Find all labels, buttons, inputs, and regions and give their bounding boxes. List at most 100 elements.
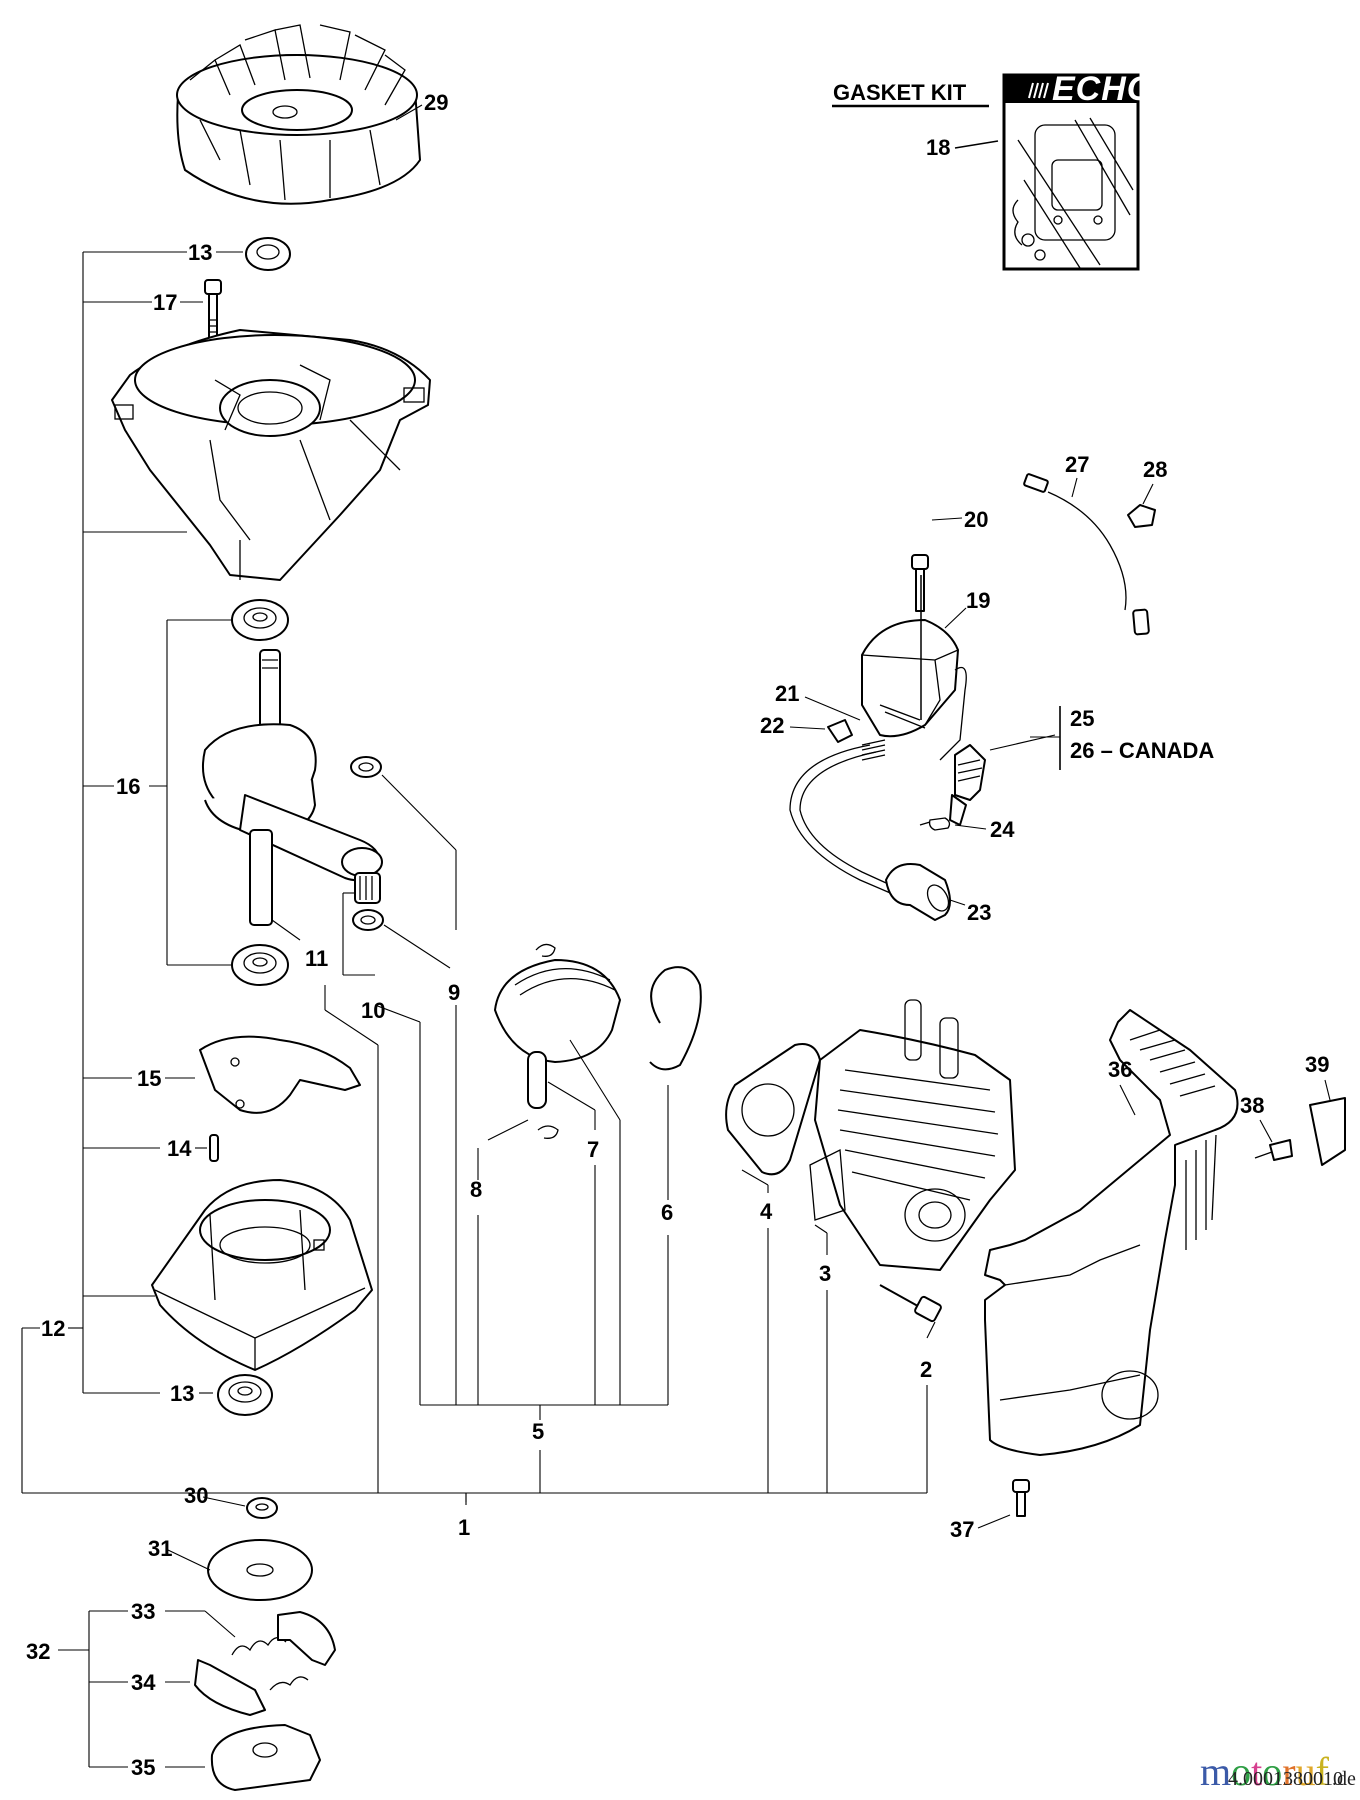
bearing-bottom-part[interactable]	[231, 944, 289, 986]
clutch-cover-part[interactable]	[210, 1724, 321, 1791]
callout-16[interactable]: 16	[116, 774, 140, 799]
clutch-spring-part[interactable]	[231, 1637, 309, 1691]
hv-lead-part[interactable]	[789, 744, 896, 896]
leaders-9-10-11	[271, 774, 457, 1485]
callout-37[interactable]: 37	[950, 1517, 974, 1542]
callout-39[interactable]: 39	[1305, 1052, 1329, 1077]
callout-38[interactable]: 38	[1240, 1093, 1264, 1118]
callout-13-bottom[interactable]: 13	[170, 1381, 194, 1406]
wm-letter-2: t	[1251, 1749, 1262, 1794]
terminal-part[interactable]	[919, 817, 951, 831]
callout-26[interactable]: 26 – CANADA	[1070, 738, 1214, 763]
callout-7[interactable]: 7	[587, 1137, 599, 1162]
leader-33b	[204, 1610, 236, 1638]
callout-6[interactable]: 6	[661, 1200, 673, 1225]
leader-31	[167, 1549, 211, 1571]
wm-letter-1: o	[1231, 1749, 1251, 1794]
spring-part[interactable]	[861, 739, 886, 761]
callout-18[interactable]: 18	[926, 135, 950, 160]
callout-13-top[interactable]: 13	[188, 240, 212, 265]
piston-group-leaders	[420, 1039, 669, 1485]
piston-ring-part[interactable]	[649, 966, 702, 1071]
cylinder-bolt-part[interactable]	[879, 1284, 942, 1323]
watermark-suffix: .de	[1332, 1768, 1356, 1790]
callout-12[interactable]: 12	[41, 1316, 65, 1341]
callout-3[interactable]: 3	[819, 1261, 831, 1286]
piston-pin-part[interactable]	[527, 1051, 547, 1109]
callout-23[interactable]: 23	[967, 900, 991, 925]
callout-11[interactable]: 11	[305, 946, 328, 971]
piston-part[interactable]	[494, 959, 621, 1063]
callout-35[interactable]: 35	[131, 1755, 155, 1780]
cylinder-gasket-part[interactable]	[725, 1043, 821, 1176]
gasket-kit-group: GASKET KIT 18 ECHO	[832, 70, 1154, 271]
cover-bolt-bottom-part[interactable]	[1012, 1479, 1030, 1517]
label-39-part[interactable]	[1309, 1097, 1346, 1166]
callout-4[interactable]: 4	[760, 1199, 773, 1224]
oil-seal-top-part[interactable]	[245, 237, 291, 271]
callout-34[interactable]: 34	[131, 1670, 156, 1695]
piston-clip-top-part[interactable]	[535, 943, 556, 957]
callout-17[interactable]: 17	[153, 290, 177, 315]
callout-30[interactable]: 30	[184, 1483, 208, 1508]
callout-21[interactable]: 21	[775, 681, 799, 706]
bearing-top-part[interactable]	[231, 599, 289, 641]
gasket-illustration-icon	[1012, 117, 1134, 269]
callout-10[interactable]: 10	[361, 998, 385, 1023]
callout-9[interactable]: 9	[448, 980, 460, 1005]
grommet-part[interactable]	[1127, 504, 1156, 528]
crankcase-gasket-part[interactable]	[199, 1035, 361, 1114]
callout-22[interactable]: 22	[760, 713, 784, 738]
callout-15[interactable]: 15	[137, 1066, 161, 1091]
leader-36	[1119, 1084, 1136, 1116]
needle-bearing-part[interactable]	[354, 872, 381, 904]
watermark-brand: motoruf	[1200, 1749, 1330, 1794]
piston-clip-bottom-part[interactable]	[537, 1125, 559, 1139]
cylinder-part[interactable]	[809, 999, 1016, 1271]
clip-part[interactable]	[827, 719, 853, 743]
gasket-kit-package[interactable]: ECHO	[1002, 70, 1154, 271]
callout-1[interactable]: 1	[458, 1515, 470, 1540]
callout-32[interactable]: 32	[26, 1639, 50, 1664]
plug-cap-part[interactable]	[885, 863, 953, 921]
callout-27[interactable]: 27	[1065, 452, 1089, 477]
callout-19[interactable]: 19	[966, 588, 990, 613]
callout-8[interactable]: 8	[470, 1177, 482, 1202]
leader-29	[395, 104, 423, 121]
callout-28[interactable]: 28	[1143, 457, 1167, 482]
echo-stripes-icon	[1028, 82, 1049, 99]
plate-31-part[interactable]	[207, 1539, 313, 1601]
crankcase-lower-part[interactable]	[151, 1179, 373, 1371]
leader-18	[954, 140, 999, 149]
callout-20[interactable]: 20	[964, 507, 988, 532]
callout-31[interactable]: 31	[148, 1536, 172, 1561]
callout-25[interactable]: 25	[1070, 706, 1094, 731]
spark-plug-part[interactable]	[949, 744, 986, 826]
washer-9-top-part[interactable]	[350, 756, 382, 778]
wm-letter-4: r	[1282, 1749, 1295, 1794]
callout-29[interactable]: 29	[424, 90, 448, 115]
ignition-coil-part[interactable]	[861, 575, 967, 761]
stop-lead-part[interactable]	[1023, 473, 1150, 636]
callout-5[interactable]: 5	[532, 1419, 544, 1444]
callout-36[interactable]: 36	[1108, 1057, 1132, 1082]
callout-33[interactable]: 33	[131, 1599, 155, 1624]
leader-19	[944, 607, 967, 629]
clutch-shoe-part[interactable]	[194, 1611, 336, 1716]
flywheel-part[interactable]	[176, 24, 421, 205]
callout-2[interactable]: 2	[920, 1357, 932, 1382]
leader-21	[804, 696, 861, 721]
crankcase-upper-part[interactable]	[111, 329, 431, 581]
oil-seal-bottom-part[interactable]	[217, 1374, 273, 1416]
ignition-bolt-part[interactable]	[911, 554, 929, 612]
callout-24[interactable]: 24	[990, 817, 1015, 842]
callout-14[interactable]: 14	[167, 1136, 192, 1161]
washer-9-bottom-part[interactable]	[352, 909, 384, 931]
cylinder-cover-part[interactable]	[984, 1009, 1239, 1456]
washer-30-part[interactable]	[246, 1497, 278, 1519]
crankshaft-part[interactable]	[202, 649, 383, 926]
bolt-17-part[interactable]	[204, 279, 222, 339]
cover-bolt-top-part[interactable]	[1254, 1139, 1293, 1161]
dowel-pin-part[interactable]	[209, 1134, 219, 1162]
